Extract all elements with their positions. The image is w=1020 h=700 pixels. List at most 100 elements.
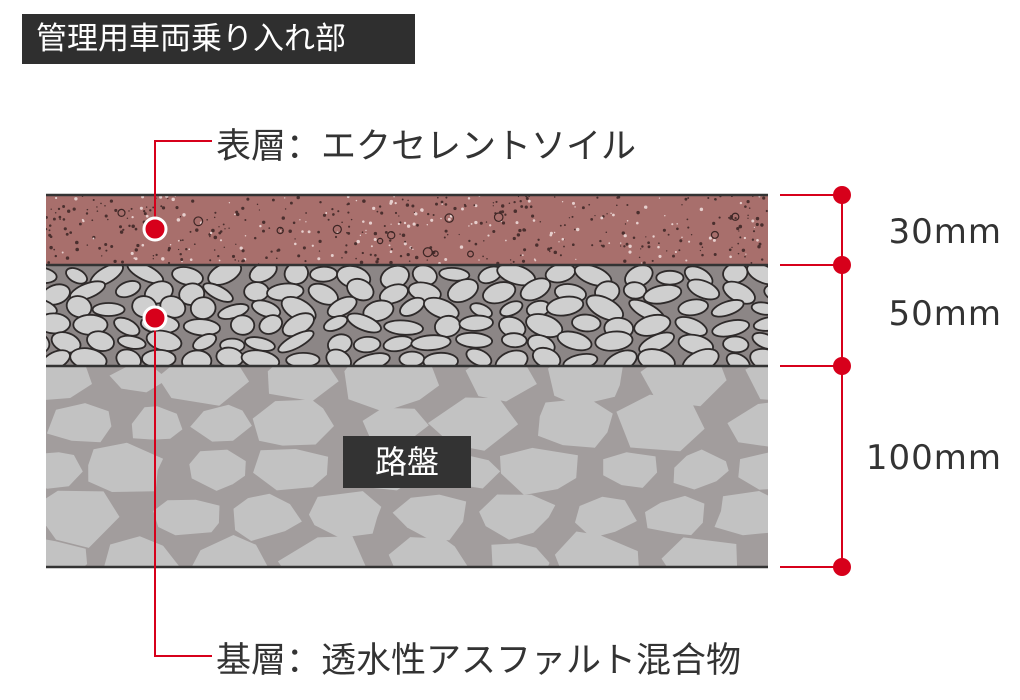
surface-speckle: [181, 260, 183, 263]
surface-speckle: [304, 260, 307, 263]
surface-speckle: [161, 257, 165, 261]
surface-speckle: [195, 228, 199, 232]
base-pebble: [229, 314, 256, 336]
surface-speckle: [444, 258, 448, 261]
subgrade-stone: [190, 404, 252, 442]
surface-speckle: [701, 246, 704, 248]
base-pebble: [65, 267, 88, 285]
surface-speckle: [179, 239, 182, 242]
surface-speckle: [571, 215, 574, 218]
surface-speckle: [284, 197, 286, 199]
surface-speckle: [701, 253, 704, 257]
surface-speckle: [414, 212, 418, 216]
surface-speckle: [234, 259, 236, 261]
surface-speckle: [246, 197, 250, 201]
surface-speckle: [765, 209, 768, 213]
surface-speckle: [728, 248, 732, 252]
surface-speckle: [751, 219, 755, 223]
surface-speckle: [376, 257, 380, 261]
surface-speckle: [699, 207, 704, 212]
surface-speckle: [664, 214, 666, 217]
surface-speckle: [311, 244, 314, 247]
surface-speckle: [113, 259, 117, 264]
surface-speckle: [91, 219, 94, 222]
surface-speckle: [573, 228, 576, 231]
surface-speckle: [85, 212, 89, 215]
surface-speckle: [277, 248, 281, 252]
surface-speckle: [728, 216, 730, 219]
surface-speckle: [356, 239, 360, 244]
surface-speckle: [485, 221, 488, 223]
surface-speckle: [365, 232, 367, 235]
surface-speckle: [384, 230, 388, 234]
surface-speckle: [619, 245, 622, 247]
subgrade-stone: [46, 403, 112, 443]
base-pebble: [763, 283, 768, 303]
surface-speckle: [444, 203, 448, 206]
surface-speckle: [143, 210, 146, 213]
surface-speckle: [370, 245, 373, 248]
surface-speckle: [737, 252, 740, 255]
surface-speckle: [509, 259, 512, 261]
base-pebble: [423, 296, 460, 321]
surface-speckle: [662, 228, 666, 232]
surface-speckle: [317, 257, 321, 261]
surface-speckle: [389, 260, 393, 265]
base-pebble: [383, 319, 424, 336]
surface-thickness: 30mm: [888, 212, 1002, 252]
surface-speckle: [167, 246, 171, 250]
surface-speckle: [626, 203, 629, 207]
surface-speckle: [636, 210, 640, 215]
surface-speckle: [581, 206, 585, 210]
surface-speckle: [345, 244, 348, 247]
surface-speckle: [684, 197, 688, 201]
surface-speckle: [482, 255, 484, 258]
dimension-dots: [833, 186, 851, 576]
surface-speckle: [535, 243, 539, 247]
base-pebble: [751, 331, 768, 351]
surface-speckle: [413, 211, 416, 214]
base-pebble: [283, 265, 309, 286]
surface-speckle: [327, 218, 330, 221]
surface-speckle: [369, 253, 372, 256]
subgrade-stone: [738, 452, 768, 490]
base-pebble: [309, 265, 339, 283]
surface-speckle: [739, 201, 743, 205]
surface-speckle: [189, 230, 192, 233]
surface-speckle: [355, 199, 358, 202]
surface-speckle: [275, 257, 278, 260]
base-thickness: 50mm: [888, 294, 1002, 334]
surface-speckle: [271, 198, 275, 202]
subgrade-stone: [277, 536, 366, 567]
base-pebble: [399, 296, 426, 317]
surface-speckle: [619, 242, 622, 244]
surface-speckle: [383, 224, 386, 228]
surface-speckle: [265, 256, 268, 260]
surface-speckle: [529, 205, 533, 208]
surface-speckle: [373, 237, 377, 242]
base-pebble: [571, 313, 602, 333]
surface-speckle: [605, 231, 608, 234]
base-pebble: [674, 316, 708, 337]
surface-speckle: [262, 220, 266, 224]
surface-speckle: [621, 231, 625, 235]
subgrade-label: 路盤: [343, 436, 471, 488]
surface-speckle: [416, 223, 419, 227]
surface-speckle: [515, 221, 519, 225]
surface-speckle: [401, 233, 406, 238]
base-pebble: [594, 330, 634, 352]
surface-speckle: [686, 218, 689, 221]
surface-speckle: [331, 208, 334, 211]
base-layer-label: 基層：透水性アスファルト混合物: [216, 641, 742, 681]
surface-speckle: [559, 254, 562, 257]
base-pebble: [398, 350, 426, 366]
surface-speckle: [81, 218, 84, 221]
base-pebble: [710, 299, 745, 318]
base-pebble: [181, 349, 213, 366]
surface-speckle: [625, 242, 629, 246]
surface-speckle: [492, 205, 494, 207]
surface-speckle: [52, 217, 56, 221]
surface-speckle: [525, 197, 529, 200]
surface-speckle: [729, 255, 732, 259]
